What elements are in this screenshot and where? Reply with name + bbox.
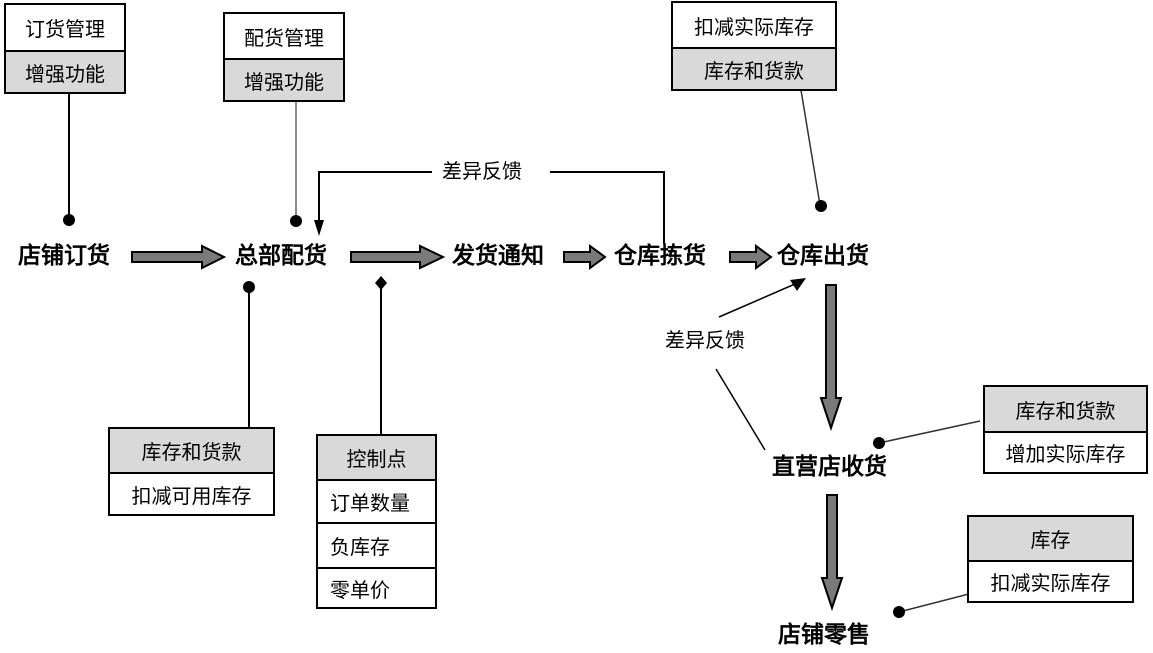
connector-diamond <box>375 276 387 290</box>
box-row: 增加实际库存 <box>985 431 1146 472</box>
box-row: 零单价 <box>318 567 435 607</box>
flow-arrow-4 <box>729 244 773 270</box>
feedback-loop-top-line-left <box>318 171 432 222</box>
flow-arrow-1 <box>131 244 227 270</box>
box-title: 扣减实际库存 <box>694 14 814 39</box>
node-store-retail: 店铺零售 <box>778 622 870 648</box>
box-row: 负库存 <box>318 522 435 567</box>
feedback-label-top: 差异反馈 <box>438 161 526 181</box>
connector-receiving-inventory <box>878 420 981 444</box>
connector-dot <box>290 215 302 227</box>
flow-arrow-down-1 <box>819 284 843 432</box>
node-hq-distribution: 总部配货 <box>235 243 327 269</box>
connector-dot <box>893 606 905 618</box>
box-row: 增强功能 <box>6 50 124 92</box>
connector-dot <box>63 214 75 226</box>
distribution-management-box: 配货管理 增强功能 <box>223 12 345 102</box>
box-row: 库存和货款 <box>673 47 835 89</box>
connector-dot <box>815 200 827 212</box>
node-warehouse-picking: 仓库拣货 <box>614 243 706 269</box>
box-row: 订单数量 <box>318 479 435 522</box>
hq-inventory-box: 库存和货款 扣减可用库存 <box>108 427 275 516</box>
feedback-label-right: 差异反馈 <box>665 328 745 352</box>
feedback-right-line-lower <box>715 368 766 451</box>
feedback-arrowhead-icon <box>314 220 324 236</box>
box-title: 库存 <box>969 517 1132 560</box>
connector-outbound-inventory <box>797 71 821 206</box>
flow-arrow-3 <box>563 244 607 270</box>
box-row: 增强功能 <box>225 58 343 100</box>
box-title: 订货管理 <box>25 17 105 41</box>
box-row: 扣减实际库存 <box>969 560 1132 601</box>
node-shipping-notice: 发货通知 <box>452 243 544 269</box>
box-title: 库存和货款 <box>110 429 273 472</box>
node-warehouse-outbound: 仓库出货 <box>777 243 869 269</box>
control-points-box: 控制点 订单数量 负库存 零单价 <box>316 434 437 609</box>
flow-arrow-down-2 <box>820 494 844 612</box>
box-title: 控制点 <box>318 436 435 479</box>
box-row: 扣减可用库存 <box>110 472 273 514</box>
order-management-box: 订货管理 增强功能 <box>4 3 126 94</box>
retail-inventory-box: 库存 扣减实际库存 <box>967 515 1134 603</box>
box-title: 库存和货款 <box>985 387 1146 431</box>
box-title: 配货管理 <box>244 25 324 50</box>
node-store-order: 店铺订货 <box>18 243 110 269</box>
feedback-right-line-upper <box>718 283 796 318</box>
connector-dot <box>243 281 255 293</box>
connector-dot <box>873 437 885 449</box>
receiving-inventory-box: 库存和货款 增加实际库存 <box>983 385 1148 474</box>
node-direct-store-receiving: 直营店收货 <box>772 454 887 480</box>
feedback-arrowhead-icon <box>790 278 806 291</box>
flow-arrow-2 <box>350 244 446 270</box>
feedback-loop-top-line <box>550 171 665 244</box>
outbound-inventory-box: 扣减实际库存 库存和货款 <box>671 1 837 91</box>
